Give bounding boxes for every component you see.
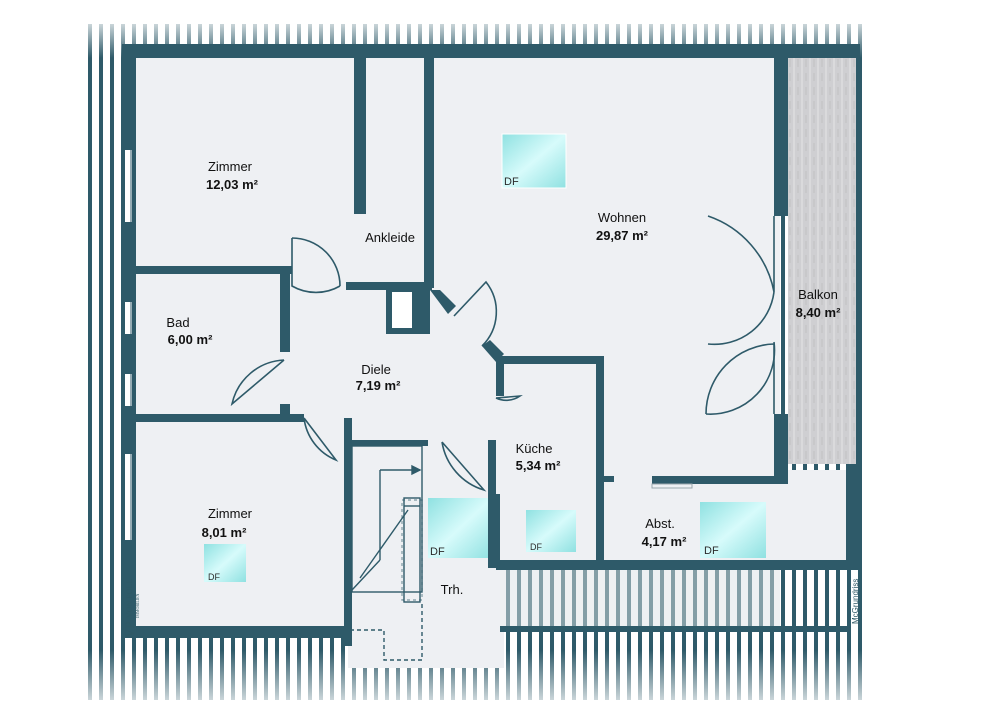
- room-name-kueche: Küche: [516, 441, 553, 456]
- skylight-label-zimmer-sw: DF: [208, 572, 220, 582]
- brand-tagline: IMMOBILIEN: [135, 593, 140, 618]
- credit: McGrundriss: [851, 579, 860, 624]
- skylight-labels: DF DF DF DF DF: [208, 176, 719, 582]
- room-name-ankleide: Ankleide: [365, 230, 415, 245]
- room-area-diele: 7,19 m²: [356, 378, 401, 393]
- room-name-balkon: Balkon: [798, 287, 838, 302]
- room-area-balkon: 8,40 m²: [796, 305, 841, 320]
- roof-slope-strip: [504, 570, 848, 628]
- brand-logo: VP VON POLL IMMOBILIEN: [122, 579, 140, 638]
- room-name-diele: Diele: [361, 362, 391, 377]
- room-area-zimmer-nw: 12,03 m²: [206, 177, 259, 192]
- windows: [123, 150, 693, 540]
- skylights: [204, 133, 766, 582]
- room-name-wohnen: Wohnen: [598, 210, 646, 225]
- credit-text: McGrundriss: [851, 579, 860, 624]
- room-area-bad: 6,00 m²: [168, 332, 213, 347]
- room-area-wohnen: 29,87 m²: [596, 228, 649, 243]
- skylight-zimmer-sw: [204, 544, 246, 582]
- brand-name: VON POLL: [125, 579, 134, 618]
- skylight-wohnen: [501, 133, 567, 189]
- room-area-kueche: 5,34 m²: [516, 458, 561, 473]
- room-name-abst: Abst.: [645, 516, 675, 531]
- room-area-abst: 4,17 m²: [642, 534, 687, 549]
- room-name-zimmer-sw: Zimmer: [208, 506, 253, 521]
- skylight-label-kueche: DF: [530, 542, 542, 552]
- room-labels: Zimmer 12,03 m² Ankleide Wohnen 29,87 m²…: [166, 159, 841, 597]
- skylight-abst: [700, 502, 766, 558]
- skylight-kueche: [526, 510, 576, 552]
- room-name-zimmer-nw: Zimmer: [208, 159, 253, 174]
- skylight-label-wohnen: DF: [504, 176, 519, 188]
- staircase: [351, 445, 423, 661]
- room-name-bad: Bad: [166, 315, 189, 330]
- room-area-zimmer-sw: 8,01 m²: [202, 525, 247, 540]
- balcony-deck: [788, 58, 858, 464]
- room-name-treppenhaus: Trh.: [441, 582, 464, 597]
- door-swings: [230, 215, 776, 492]
- walls: [122, 44, 860, 646]
- brand-monogram: VP: [122, 621, 137, 638]
- skylight-treppe: [428, 498, 492, 558]
- skylight-label-abst: DF: [704, 545, 719, 557]
- skylight-label-treppe: DF: [430, 546, 445, 558]
